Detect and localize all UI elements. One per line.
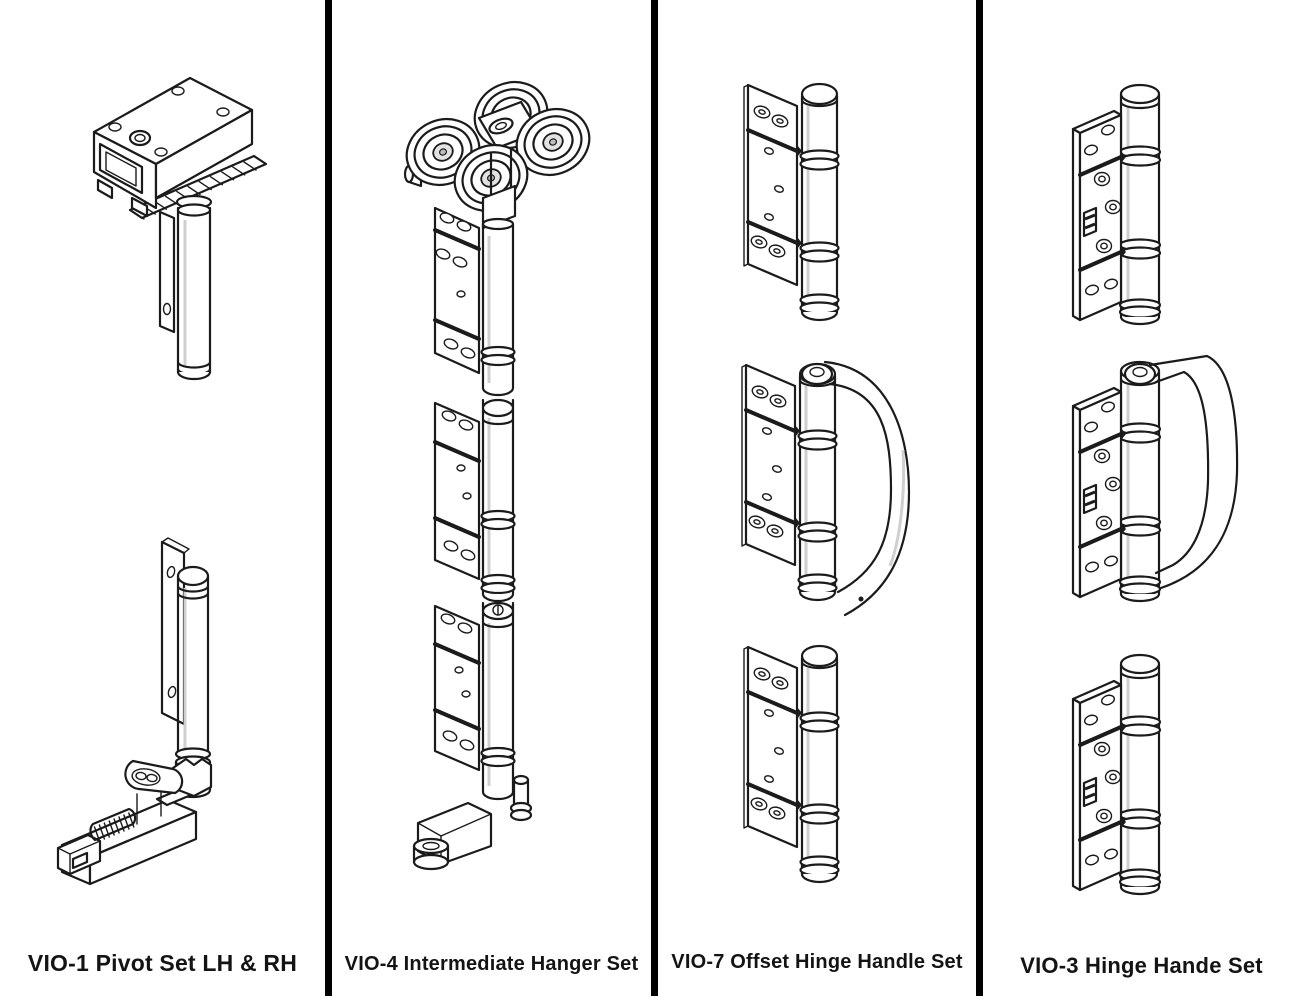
offset-hinge-with-handle-illustration — [740, 360, 911, 617]
column-divider-2 — [651, 0, 658, 996]
column-vio-4: VIO-4 Intermediate Hanger Set — [332, 0, 651, 1000]
hanger-stem — [481, 146, 517, 230]
hinge-section-top — [433, 206, 516, 397]
pivot-top-assembly-illustration — [92, 76, 268, 381]
product-label-vio-7: VIO-7 Offset Hinge Handle Set — [671, 951, 963, 973]
column-vio-1: VIO-1 Pivot Set LH & RH — [0, 0, 325, 1000]
offset-hinge-top-illustration — [742, 82, 841, 322]
pivot-bottom-assembly-illustration — [56, 537, 213, 886]
product-label-vio-1: VIO-1 Pivot Set LH & RH — [27, 950, 298, 976]
hinge-section-bottom — [433, 601, 533, 822]
hinge-section-middle — [433, 398, 516, 603]
product-label-vio-3: VIO-3 Hinge Hande Set — [1020, 953, 1263, 978]
hinge-bottom-illustration — [1071, 653, 1162, 896]
d-handle — [1123, 354, 1239, 590]
column-vio-7: VIO-7 Offset Hinge Handle Set — [658, 0, 976, 1000]
pivot-post — [174, 565, 212, 799]
hinge-top-illustration — [1071, 83, 1162, 326]
bottom-guide-foot — [412, 801, 493, 871]
hinge-with-handle-illustration — [1071, 354, 1239, 603]
adjustable-base-rail — [56, 785, 198, 886]
offset-hinge-bottom-illustration — [742, 644, 841, 884]
pivot-arm-cam — [124, 757, 213, 798]
column-divider-1 — [325, 0, 332, 996]
column-vio-3: VIO-3 Hinge Hande Set — [983, 0, 1300, 1000]
track-bracket-box — [92, 76, 254, 218]
trolley-wheels — [395, 69, 601, 224]
spindle-cylinder — [176, 206, 212, 381]
hanger-assembly-illustration — [395, 69, 601, 871]
product-label-vio-4: VIO-4 Intermediate Hanger Set — [344, 953, 639, 975]
spindle-plate — [158, 210, 176, 334]
column-divider-3 — [976, 0, 983, 996]
d-handle — [800, 360, 911, 617]
